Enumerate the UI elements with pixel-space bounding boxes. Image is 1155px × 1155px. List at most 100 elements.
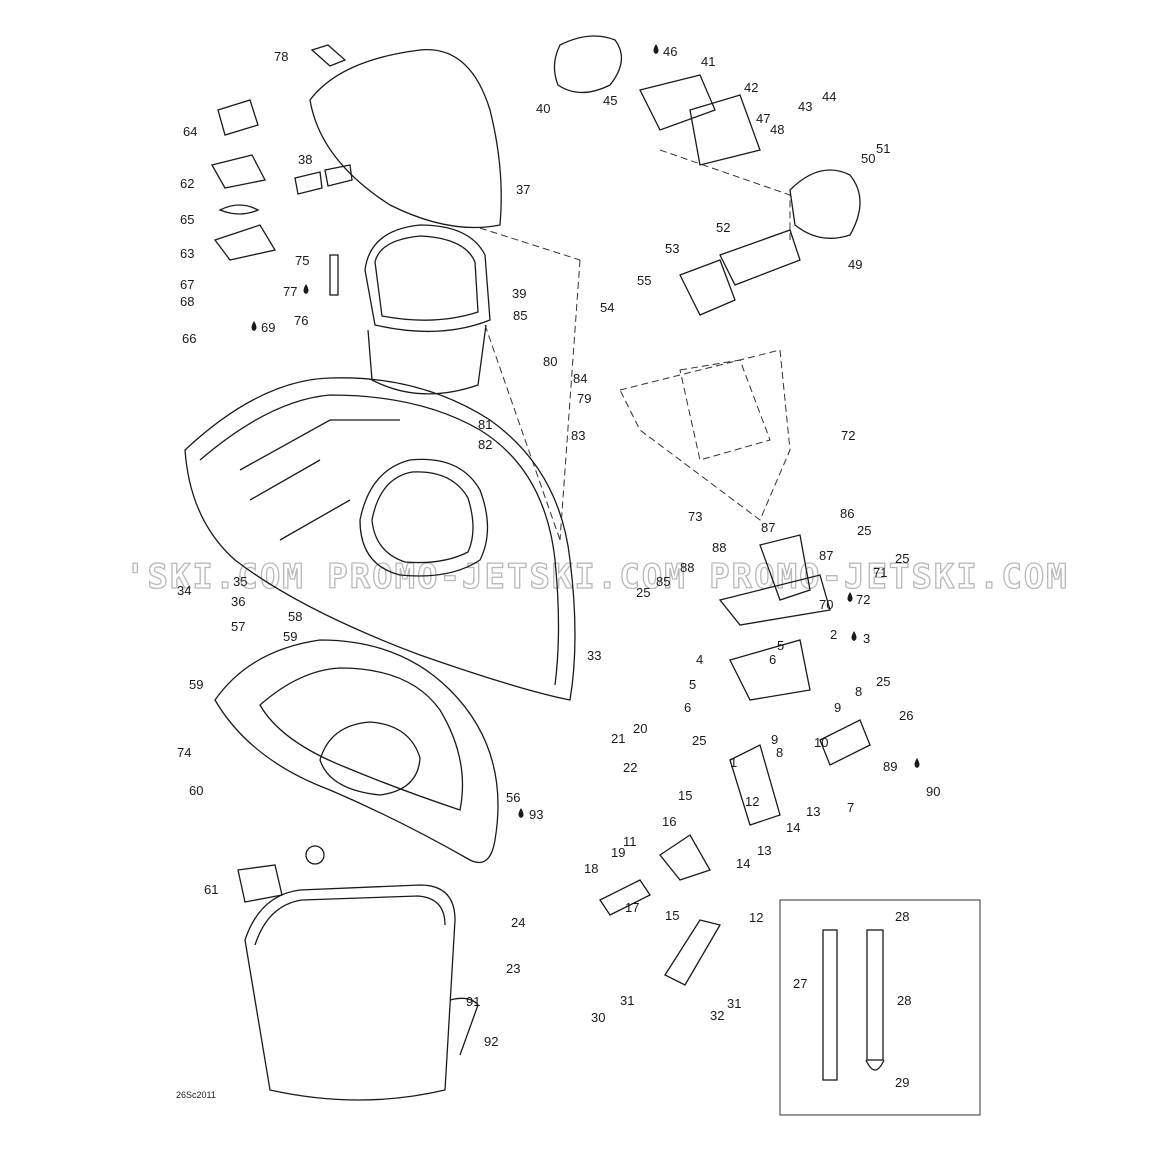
callout-label: 12 (749, 910, 763, 925)
callout-label: 11 (623, 834, 637, 849)
callout-label: 27 (793, 976, 807, 991)
drop-icon (251, 321, 257, 331)
callout-label: 17 (625, 900, 639, 915)
callout-label: 82 (478, 437, 492, 452)
callout-label: 69 (261, 320, 275, 335)
drop-icon (914, 758, 920, 768)
callout-label: 72 (841, 428, 855, 443)
callout-label: 64 (183, 124, 197, 139)
callout-label: 41 (701, 54, 715, 69)
callout-label: 40 (536, 101, 550, 116)
callout-label: 10 (814, 735, 828, 750)
callout-label: 15 (678, 788, 692, 803)
callout-label: 31 (620, 993, 634, 1008)
callout-label: 83 (571, 428, 585, 443)
callout-label: 49 (848, 257, 862, 272)
callout-label: 88 (680, 560, 694, 575)
callout-label: 78 (274, 49, 288, 64)
lubricant-drop-icons (251, 44, 920, 818)
callout-label: 85 (513, 308, 527, 323)
callout-label: 89 (883, 759, 897, 774)
callout-label: 25 (876, 674, 890, 689)
callout-label: 51 (876, 141, 890, 156)
callout-label: 38 (298, 152, 312, 167)
callout-labels: 1 2 3 4 5 5 6 6 7 8 8 9 9 10 11 12 12 13… (177, 44, 940, 1090)
callout-label: 76 (294, 313, 308, 328)
right-mechanism (599, 349, 981, 1116)
callout-label: 85 (656, 574, 670, 589)
callout-label: 2 (830, 627, 837, 642)
callout-label: 9 (834, 700, 841, 715)
watermark-text: 'SKI.COM PROMO-JETSKI.COM PROMO-JETSKI.C… (125, 557, 1069, 597)
callout-label: 25 (692, 733, 706, 748)
callout-label: 14 (736, 856, 750, 871)
callout-label: 59 (283, 629, 297, 644)
callout-label: 71 (873, 565, 887, 580)
callout-label: 50 (861, 151, 875, 166)
mirror-vent-assembly (553, 35, 861, 316)
callout-label: 55 (637, 273, 651, 288)
callout-label: 8 (776, 745, 783, 760)
callout-label: 53 (665, 241, 679, 256)
callout-label: 14 (786, 820, 800, 835)
callout-label: 35 (233, 574, 247, 589)
callout-label: 81 (478, 417, 492, 432)
callout-label: 47 (756, 111, 770, 126)
callout-label: 37 (516, 182, 530, 197)
storage-bin-upper (364, 224, 581, 541)
callout-label: 72 (856, 592, 870, 607)
callout-label: 5 (689, 677, 696, 692)
callout-label: 63 (180, 246, 194, 261)
callout-label: 6 (769, 652, 776, 667)
callout-label: 93 (529, 807, 543, 822)
callout-label: 13 (757, 843, 771, 858)
callout-label: 70 (819, 597, 833, 612)
windshield (309, 49, 502, 229)
callout-label: 91 (466, 994, 480, 1009)
callout-label: 15 (665, 908, 679, 923)
callout-label: 60 (189, 783, 203, 798)
callout-label: 44 (822, 89, 836, 104)
callout-label: 58 (288, 609, 302, 624)
callout-label: 52 (716, 220, 730, 235)
callout-label: 25 (636, 585, 650, 600)
callout-label: 88 (712, 540, 726, 555)
callout-label: 6 (684, 700, 691, 715)
storage-basket (244, 884, 479, 1101)
callout-label: 30 (591, 1010, 605, 1025)
callout-label: 20 (633, 721, 647, 736)
callout-label: 39 (512, 286, 526, 301)
callout-label: 34 (177, 583, 191, 598)
callout-label: 26 (899, 708, 913, 723)
callout-label: 7 (847, 800, 854, 815)
callout-label: 65 (180, 212, 194, 227)
callout-label: 92 (484, 1034, 498, 1049)
callout-label: 43 (798, 99, 812, 114)
callout-label: 16 (662, 814, 676, 829)
callout-label: 3 (863, 631, 870, 646)
drop-icon (303, 284, 309, 294)
callout-label: 23 (506, 961, 520, 976)
callout-label: 79 (577, 391, 591, 406)
callout-label: 80 (543, 354, 557, 369)
callout-label: 4 (696, 652, 703, 667)
callout-label: 84 (573, 371, 587, 386)
callout-label: 33 (587, 648, 601, 663)
callout-label: 5 (777, 638, 784, 653)
callout-label: 13 (806, 804, 820, 819)
callout-label: 21 (611, 731, 625, 746)
callout-label: 48 (770, 122, 784, 137)
left-small-parts (211, 44, 353, 903)
callout-label: 61 (204, 882, 218, 897)
callout-label: 66 (182, 331, 196, 346)
callout-label: 28 (897, 993, 911, 1008)
callout-label: 54 (600, 300, 614, 315)
callout-label: 1 (730, 755, 737, 770)
callout-label: 90 (926, 784, 940, 799)
drop-icon (851, 631, 857, 641)
callout-label: 22 (623, 760, 637, 775)
callout-label: 87 (819, 548, 833, 563)
callout-label: 56 (506, 790, 520, 805)
callout-label: 25 (895, 551, 909, 566)
